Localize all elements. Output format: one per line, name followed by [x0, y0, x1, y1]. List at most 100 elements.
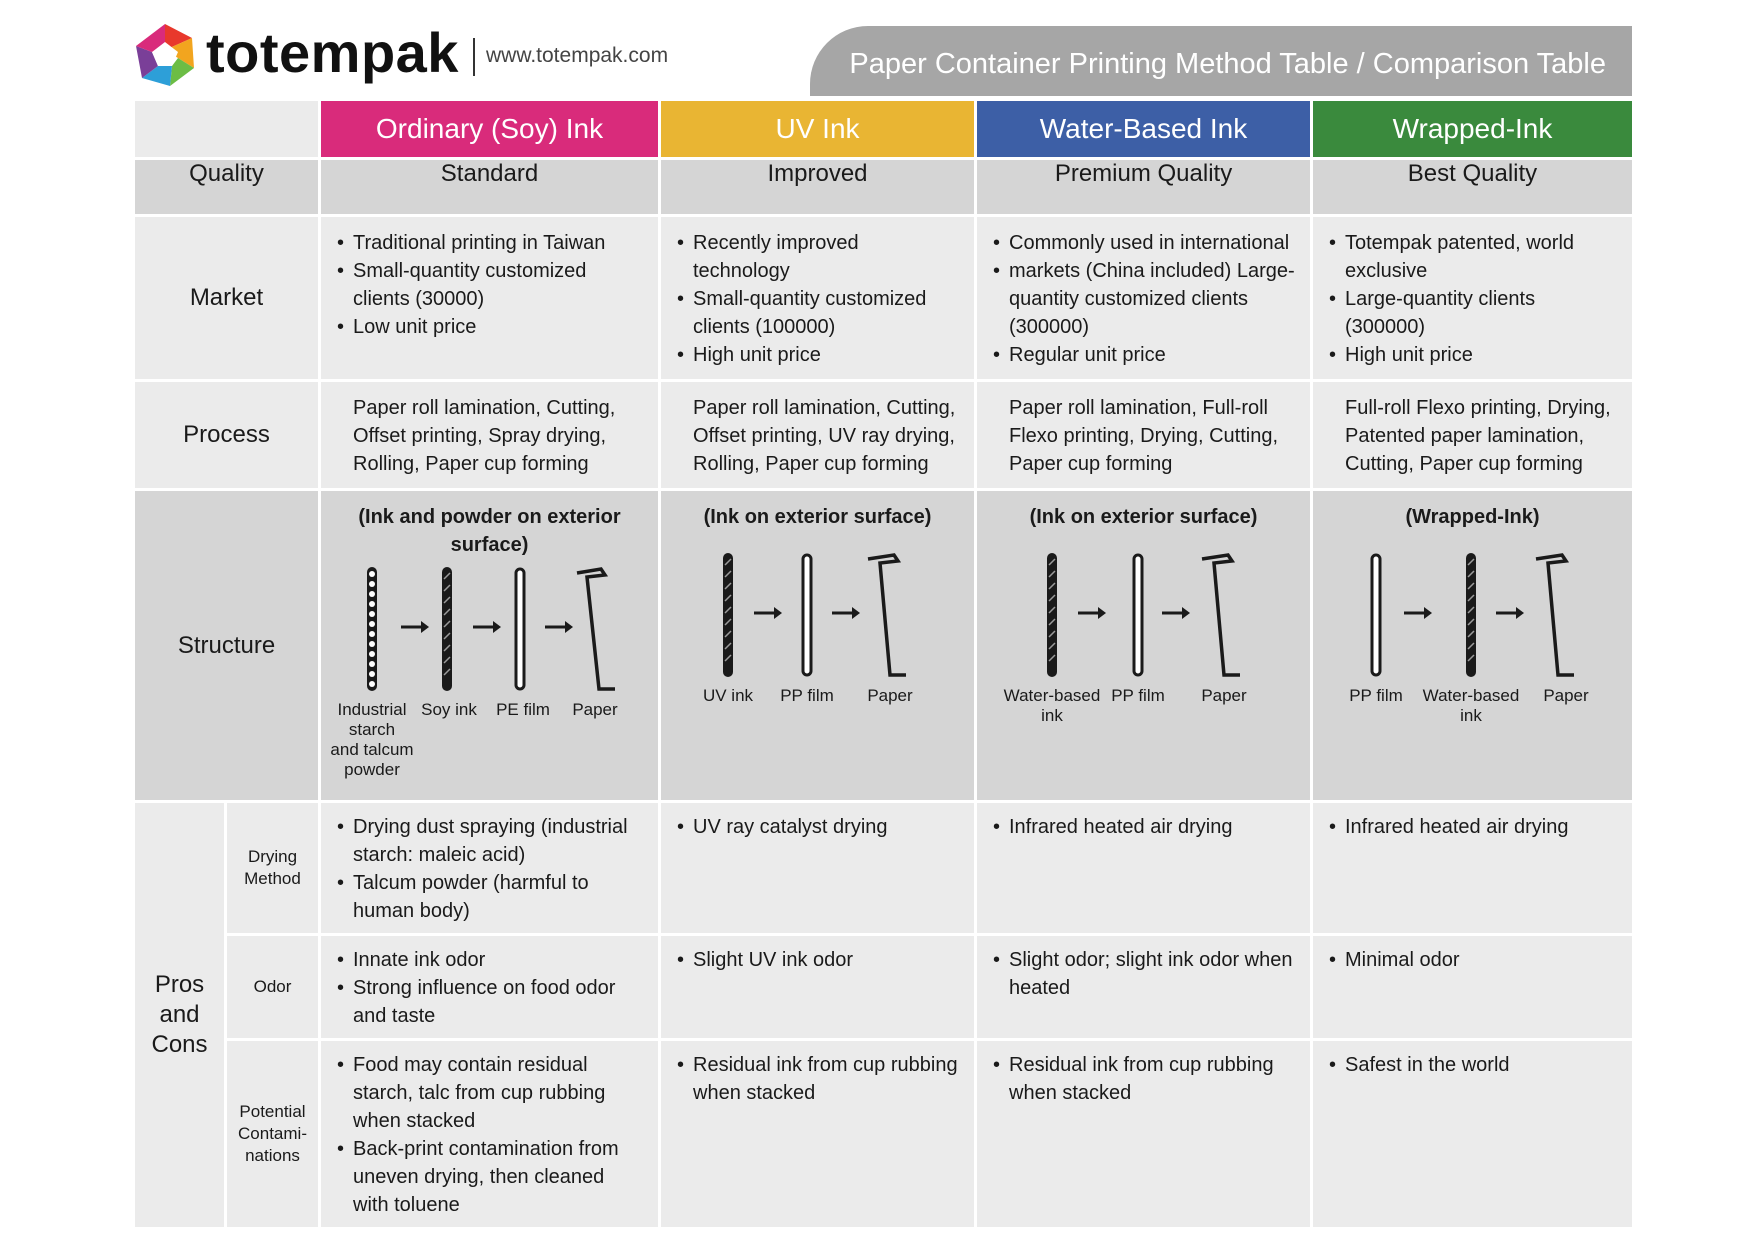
layer-diagram-water: Water-based ink PP film Paper — [1003, 553, 1247, 725]
structure-wrap: (Wrapped-Ink) PP fi — [1310, 488, 1635, 803]
list-item: Small-quantity customized clients (30000… — [335, 257, 644, 313]
list-item: Small-quantity customized clients (10000… — [675, 285, 960, 341]
list-item: Low unit price — [335, 313, 644, 341]
arrow-right-icon — [1495, 607, 1524, 619]
column-header-uv-ink: UV Ink — [658, 98, 977, 160]
layer-diagram-soy: Industrial starch and talcum powder Soy … — [330, 567, 618, 779]
list-item: Infrared heated air drying — [1327, 813, 1618, 841]
sub-label-odor: Odor — [224, 933, 321, 1041]
totempak-logo-icon — [136, 24, 194, 86]
list-item: Drying dust spraying (industrial starch:… — [335, 813, 644, 869]
layer-label: PP film — [1349, 686, 1403, 705]
list-item: Talcum powder (harmful to human body) — [335, 869, 644, 925]
column-header-wrapped-ink: Wrapped-Ink — [1310, 98, 1635, 160]
list-item: Residual ink from cup rubbing when stack… — [675, 1051, 960, 1107]
layer-label: Soy ink — [421, 700, 477, 719]
layer-diagram-uv: UV ink PP film Paper — [702, 553, 913, 705]
contam-wrap: Safest in the world — [1310, 1038, 1635, 1230]
pros-cons-drying-row: Pros and Cons Drying Method Drying dust … — [132, 800, 1635, 1230]
list-item: markets (China included) Large-quantity … — [991, 257, 1296, 341]
structure-title-water: (Ink on exterior surface) — [1029, 506, 1258, 528]
layer-label: Water-based — [1003, 686, 1100, 705]
list-item: Residual ink from cup rubbing when stack… — [991, 1051, 1296, 1107]
list-item: High unit price — [1327, 341, 1618, 369]
layer-label: ink — [1460, 706, 1482, 725]
list-item: Slight UV ink odor — [675, 946, 960, 974]
quality-wrap: Best Quality — [1310, 157, 1635, 217]
odor-water: Slight odor; slight ink odor when heated — [974, 933, 1313, 1041]
pros-cons-label: Pros and Cons — [151, 971, 208, 1058]
page-title-tab: Paper Container Printing Method Table / … — [810, 26, 1632, 96]
pp-film-layer-icon — [801, 553, 812, 677]
row-label-quality: Quality — [132, 157, 321, 217]
layer-label: Water-based — [1422, 686, 1519, 705]
process-water: Paper roll lamination, Full-roll Flexo p… — [974, 379, 1313, 491]
row-label-structure: Structure — [132, 488, 321, 803]
market-row: Market Traditional printing in Taiwan Sm… — [132, 214, 1635, 382]
structure-uv: (Ink on exterior surface) — [658, 488, 977, 803]
odor-soy: Innate ink odor Strong influence on food… — [318, 933, 661, 1041]
drying-water: Infrared heated air drying — [974, 800, 1313, 936]
layer-label: UV ink — [702, 686, 753, 705]
water-based-ink-layer-icon — [1046, 553, 1057, 677]
row-label-pros-and-cons: Pros and Cons — [132, 800, 227, 1230]
arrow-right-icon — [1161, 607, 1190, 619]
arrow-right-icon — [400, 621, 429, 633]
arrow-right-icon — [753, 607, 782, 619]
arrow-right-icon — [544, 621, 573, 633]
process-soy: Paper roll lamination, Cutting, Offset p… — [318, 379, 661, 491]
odor-uv: Slight UV ink odor — [658, 933, 977, 1041]
sub-label-drying-method: Drying Method — [224, 800, 321, 936]
brand-url[interactable]: www.totempak.com — [486, 44, 669, 67]
list-item: Large-quantity clients (300000) — [1327, 285, 1618, 341]
market-soy: Traditional printing in Taiwan Small-qua… — [318, 214, 661, 382]
layer-label: Paper — [1543, 686, 1589, 705]
quality-water: Premium Quality — [974, 157, 1313, 217]
structure-water: (Ink on exterior surface) — [974, 488, 1313, 803]
market-water: Commonly used in international markets (… — [974, 214, 1313, 382]
paper-layer-icon — [1535, 553, 1574, 677]
layer-label: Paper — [867, 686, 913, 705]
paper-layer-icon — [576, 567, 615, 691]
pp-film-layer-icon — [1370, 553, 1381, 677]
arrow-right-icon — [1403, 607, 1432, 619]
structure-title-wrap: (Wrapped-Ink) — [1405, 506, 1540, 528]
arrow-right-icon — [472, 621, 501, 633]
list-item: Recently improved technology — [675, 229, 960, 285]
process-wrap: Full-roll Flexo printing, Drying, Patent… — [1310, 379, 1635, 491]
column-header-water-based-ink: Water-Based Ink — [974, 98, 1313, 160]
layer-diagram-wrap: PP film Water-based ink Paper — [1349, 553, 1589, 725]
quality-uv: Improved — [658, 157, 977, 217]
list-item: Safest in the world — [1327, 1051, 1618, 1079]
layer-label: Industrial — [337, 700, 406, 719]
drying-soy: Drying dust spraying (industrial starch:… — [318, 800, 661, 936]
list-item: Totempak patented, world exclusive — [1327, 229, 1618, 285]
list-item: High unit price — [675, 341, 960, 369]
layer-label: ink — [1041, 706, 1063, 725]
list-item: Traditional printing in Taiwan — [335, 229, 644, 257]
paper-layer-icon — [1201, 553, 1240, 677]
odor-wrap: Minimal odor — [1310, 933, 1635, 1041]
drying-uv: UV ray catalyst drying — [658, 800, 977, 936]
structure-title-uv: (Ink on exterior surface) — [703, 506, 932, 528]
page-title: Paper Container Printing Method Table / … — [849, 48, 1606, 80]
quality-soy: Standard — [318, 157, 661, 217]
list-item: Strong influence on food odor and taste — [335, 974, 644, 1030]
contam-uv: Residual ink from cup rubbing when stack… — [658, 1038, 977, 1230]
starch-talc-layer-icon — [366, 567, 377, 691]
pp-film-layer-icon — [1132, 553, 1143, 677]
list-item: Infrared heated air drying — [991, 813, 1296, 841]
market-wrap: Totempak patented, world exclusive Large… — [1310, 214, 1635, 382]
structure-soy: (Ink and powder on exterior surface) — [318, 488, 661, 803]
list-item: Slight odor; slight ink odor when heated — [991, 946, 1296, 1002]
list-item: UV ray catalyst drying — [675, 813, 960, 841]
list-item: Food may contain residual starch, talc f… — [335, 1051, 644, 1135]
contam-water: Residual ink from cup rubbing when stack… — [974, 1038, 1313, 1230]
header: totempak www.totempak.com Paper Containe… — [0, 0, 1754, 100]
structure-title-soy: (Ink and powder on exterior surface) — [358, 506, 621, 556]
brand-divider — [473, 38, 475, 76]
list-item: Innate ink odor — [335, 946, 644, 974]
layer-label: PP film — [1111, 686, 1165, 705]
layer-label: starch — [348, 720, 394, 739]
